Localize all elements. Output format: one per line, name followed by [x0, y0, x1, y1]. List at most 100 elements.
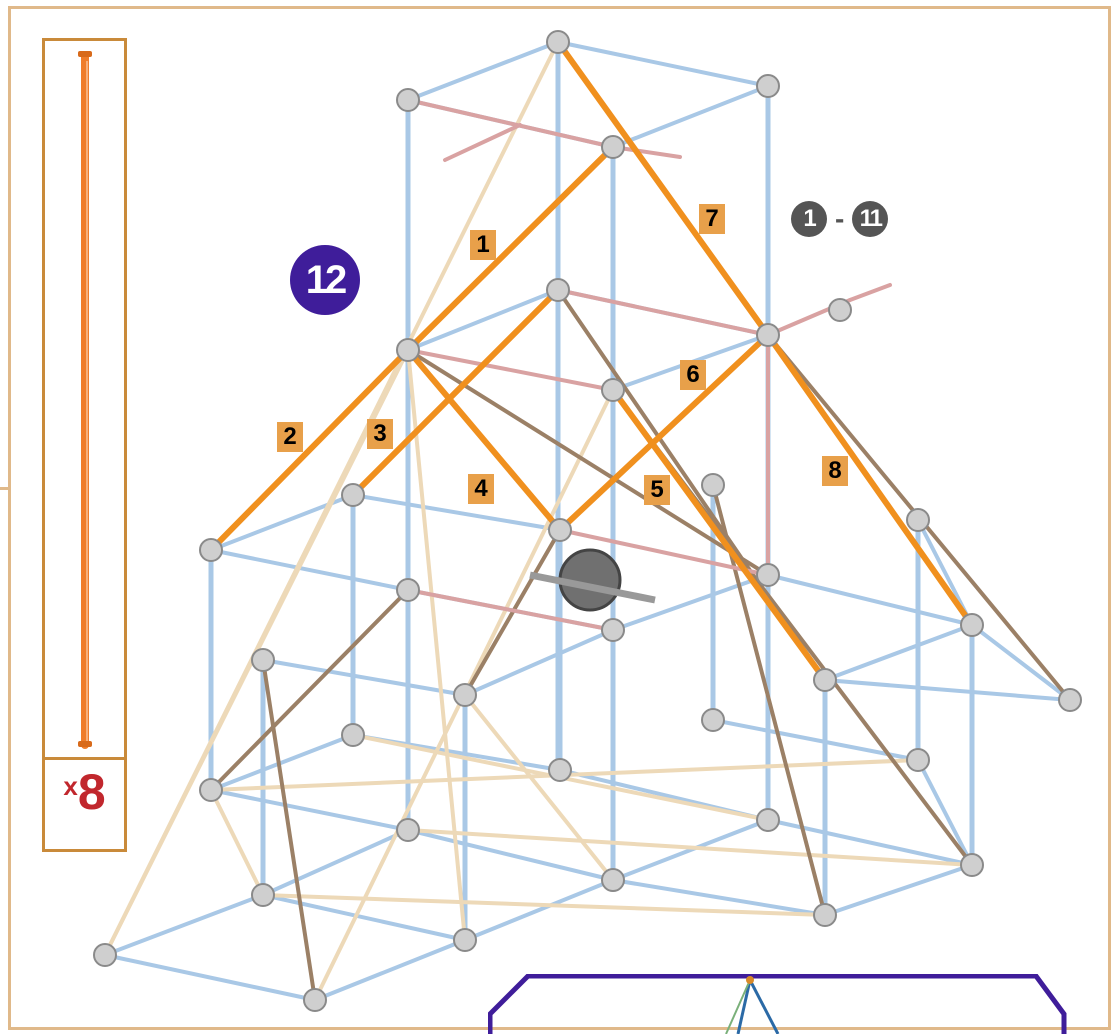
rod — [406, 348, 615, 392]
connector-hub — [601, 618, 625, 642]
rod — [406, 288, 560, 352]
orange-rod-icon — [78, 51, 92, 749]
range-separator: - — [835, 203, 845, 234]
connector-hub — [396, 338, 420, 362]
connector-hub — [396, 88, 420, 112]
rod — [209, 788, 410, 832]
rod — [766, 573, 974, 627]
rod — [463, 528, 562, 697]
connector-hub — [813, 668, 837, 692]
connector-hub — [548, 758, 572, 782]
rod — [406, 828, 974, 867]
rod — [261, 828, 410, 897]
connector-hub — [396, 578, 420, 602]
rod — [610, 387, 828, 683]
rod — [350, 287, 561, 498]
connector-hub — [199, 778, 223, 802]
rod — [103, 953, 317, 1002]
connector-hub — [1058, 688, 1082, 712]
rod — [765, 332, 975, 628]
connector-hub — [601, 135, 625, 159]
rod-label-4: 4 — [468, 474, 494, 504]
connector-hub — [251, 883, 275, 907]
rod — [823, 678, 1072, 702]
connector-hub — [756, 323, 780, 347]
rod-label-6: 6 — [680, 360, 706, 390]
rod — [209, 733, 355, 792]
connector-hub — [601, 868, 625, 892]
rod-label-5: 5 — [644, 475, 670, 505]
rod — [406, 348, 770, 577]
rod — [848, 283, 892, 302]
rod — [406, 828, 615, 882]
page-frame — [8, 6, 1111, 1030]
connector-hub — [906, 508, 930, 532]
rod — [261, 658, 467, 697]
rod — [405, 347, 563, 533]
range-start-badge: 1 — [791, 201, 827, 237]
parts-count: x8 — [45, 763, 124, 849]
rod — [463, 878, 615, 942]
rod — [611, 573, 770, 632]
connector-hub — [906, 748, 930, 772]
rod — [463, 628, 615, 697]
rod — [443, 123, 522, 162]
rod — [351, 493, 562, 532]
connector-hub — [601, 378, 625, 402]
rod — [556, 40, 770, 88]
connector-hub — [251, 648, 275, 672]
rod — [406, 348, 467, 942]
rod — [970, 623, 1072, 702]
connector-hub — [453, 683, 477, 707]
rod — [313, 938, 467, 1002]
rod — [103, 893, 265, 957]
rod — [208, 347, 411, 553]
connector-hub — [396, 818, 420, 842]
rod-label-3: 3 — [367, 419, 393, 449]
connector-hub — [756, 808, 780, 832]
parts-divider — [45, 757, 124, 760]
rod — [611, 878, 827, 917]
parts-callout: x8 — [42, 38, 127, 852]
connector-hub — [813, 903, 837, 927]
connector-hub — [756, 563, 780, 587]
rod — [916, 758, 974, 867]
rod — [711, 718, 920, 762]
rod — [406, 98, 615, 149]
connector-hub — [960, 613, 984, 637]
rod — [209, 588, 410, 792]
rod — [261, 893, 467, 942]
rod-label-1: 1 — [470, 230, 496, 260]
connector-hub — [756, 74, 780, 98]
rod — [555, 39, 771, 338]
rod — [463, 693, 615, 882]
rod — [558, 528, 770, 577]
connector-hub — [93, 943, 117, 967]
connector-hub — [701, 708, 725, 732]
connector-hub — [199, 538, 223, 562]
rod — [557, 332, 771, 533]
connector-hubs — [93, 30, 1082, 1012]
rod — [556, 288, 770, 337]
connector-hub — [701, 473, 725, 497]
range-end-badge: 11 — [852, 201, 889, 237]
step-number-badge: 12 — [290, 245, 360, 315]
rod — [823, 863, 974, 917]
rod — [406, 40, 560, 102]
rod — [209, 788, 265, 897]
count-prefix: x — [63, 771, 78, 801]
connector-hub — [548, 518, 572, 542]
rod — [611, 84, 770, 149]
count-value: 8 — [77, 764, 106, 820]
preview-inset — [488, 974, 1067, 1034]
connector-hub — [303, 988, 327, 1012]
rod — [261, 893, 827, 917]
page-edge-line — [0, 487, 10, 490]
rod — [406, 588, 615, 632]
rod-label-8: 8 — [822, 456, 848, 486]
connector-hub — [546, 30, 570, 54]
rod — [261, 658, 317, 1002]
connector-hub — [828, 298, 852, 322]
rod — [611, 818, 770, 882]
